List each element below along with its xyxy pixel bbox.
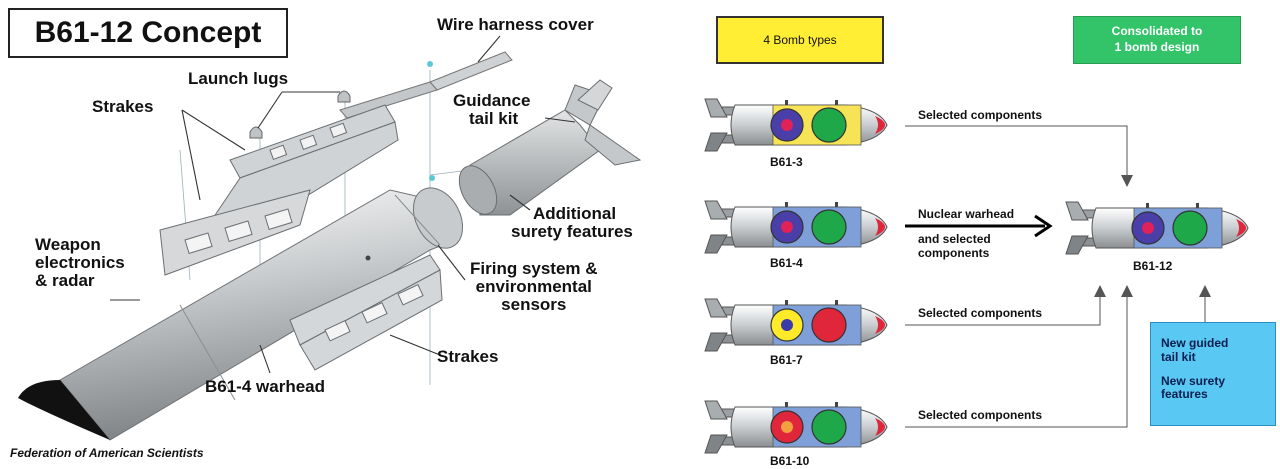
upper-strakes-part <box>159 104 399 276</box>
label-additional-line1: Additional <box>533 204 617 223</box>
arrow-label-nuclear-line2: and selected <box>918 232 991 246</box>
bomb-3-core <box>781 421 793 433</box>
label-firing-line1: Firing system & <box>470 259 598 278</box>
bomb-name-3: B61-10 <box>770 454 810 468</box>
new-features-line1: New guided <box>1161 336 1229 350</box>
bomb-1-graphic <box>704 200 888 254</box>
arrow-label-nuclear-line1: Nuclear warhead <box>918 207 1015 221</box>
result-bomb-name: B61-12 <box>1133 259 1173 273</box>
result-bomb-secondary-component <box>1172 210 1208 246</box>
leader-lines <box>110 35 576 374</box>
label-strakes-top: Strakes <box>92 97 154 116</box>
label-firing-line3: sensors <box>501 294 567 314</box>
arrow-label-nuclear-line3: components <box>918 245 990 260</box>
label-guidance-line2: tail kit <box>469 108 519 128</box>
guidance-tail-kit-part <box>429 79 642 216</box>
bomb-body-part <box>18 187 464 441</box>
credit-text: Federation of American Scientists <box>10 446 204 460</box>
page-title: B61-12 Concept <box>8 8 288 58</box>
label-firing-system: Firing system & environmental sensors <box>470 260 598 314</box>
connector-arrows <box>905 125 1211 428</box>
label-weapon-line3: & radar <box>35 270 95 290</box>
new-features-box: New guided tail kit New surety features <box>1150 322 1276 426</box>
bomb-2-secondary-component <box>811 307 847 343</box>
consolidated-box: Consolidated to 1 bomb design <box>1073 16 1241 64</box>
label-guidance-line1: Guidance <box>453 91 531 110</box>
bomb-0-secondary-component <box>811 107 847 143</box>
bomb-name-0: B61-3 <box>770 155 803 169</box>
label-additional-surety: Additional surety features <box>511 204 633 241</box>
new-features-line4: features <box>1161 387 1208 402</box>
label-additional-line2: surety features <box>511 221 633 241</box>
label-launch-lugs: Launch lugs <box>188 69 289 88</box>
bomb-1-core <box>781 221 793 233</box>
arrow-label-selected-4: Selected components <box>918 408 1043 422</box>
launch-lugs-part <box>249 90 351 139</box>
nuclear-warhead-arrow <box>905 214 1053 238</box>
label-firing-line2: environmental <box>475 276 592 296</box>
arrow-label-selected-1: Selected components <box>918 108 1043 122</box>
bomb-1-secondary-component <box>811 209 847 245</box>
result-bomb-core <box>1142 222 1154 234</box>
bomb-3-graphic <box>704 400 888 454</box>
bomb-name-1: B61-4 <box>770 256 803 270</box>
label-weapon-line1: Weapon <box>35 235 101 254</box>
bomb-0-core <box>781 119 793 131</box>
bomb-2-core <box>781 319 793 331</box>
lower-strakes-part <box>289 254 443 371</box>
new-features-line2: tail kit <box>1161 349 1196 364</box>
consolidated-line1: Consolidated to <box>1111 24 1203 39</box>
label-guidance-tail-kit: Guidance tail kit <box>453 92 530 128</box>
result-bomb-graphic <box>1065 201 1249 255</box>
new-features-line3: New surety <box>1161 373 1226 388</box>
bomb-name-2: B61-7 <box>770 353 803 367</box>
label-strakes-bottom: Strakes <box>437 347 499 366</box>
bomb-2-graphic <box>704 298 888 352</box>
consolidated-line2: 1 bomb design <box>1114 40 1200 54</box>
label-wire-harness-cover: Wire harness cover <box>437 15 594 34</box>
arrow-label-selected-3: Selected components <box>918 306 1043 320</box>
bomb-0-graphic <box>704 98 888 152</box>
label-weapon-electronics: Weapon electronics & radar <box>35 236 125 290</box>
label-warhead: B61-4 warhead <box>205 377 325 396</box>
bomb-3-secondary-component <box>811 409 847 445</box>
bomb-types-box: 4 Bomb types <box>716 16 884 64</box>
arrow-label-nuclear-rest: and selected components <box>918 232 991 261</box>
label-weapon-line2: electronics <box>35 252 125 272</box>
wire-harness-cover-part <box>339 51 513 119</box>
